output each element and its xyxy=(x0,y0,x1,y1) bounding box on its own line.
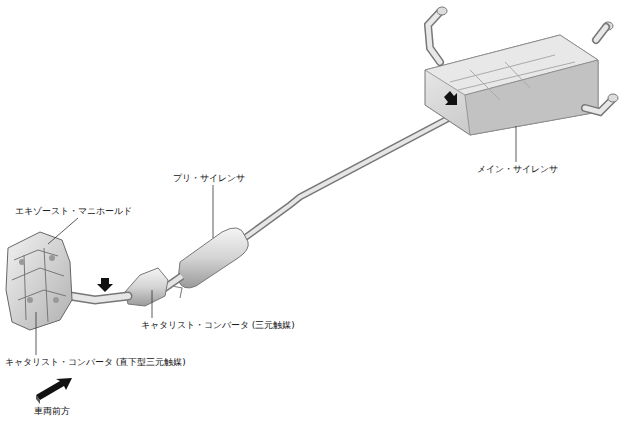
direction-label: 車両前方 xyxy=(33,406,71,417)
part-label: キャタリスト・コンバータ (直下型三元触媒) xyxy=(4,357,187,368)
part-label: プリ・サイレンサ xyxy=(172,173,246,184)
part-label: キャタリスト・コンバータ (三元触媒) xyxy=(140,320,296,331)
part-label: エキゾースト・マニホールド xyxy=(14,206,133,217)
part-label: メイン・サイレンサ xyxy=(476,164,559,175)
